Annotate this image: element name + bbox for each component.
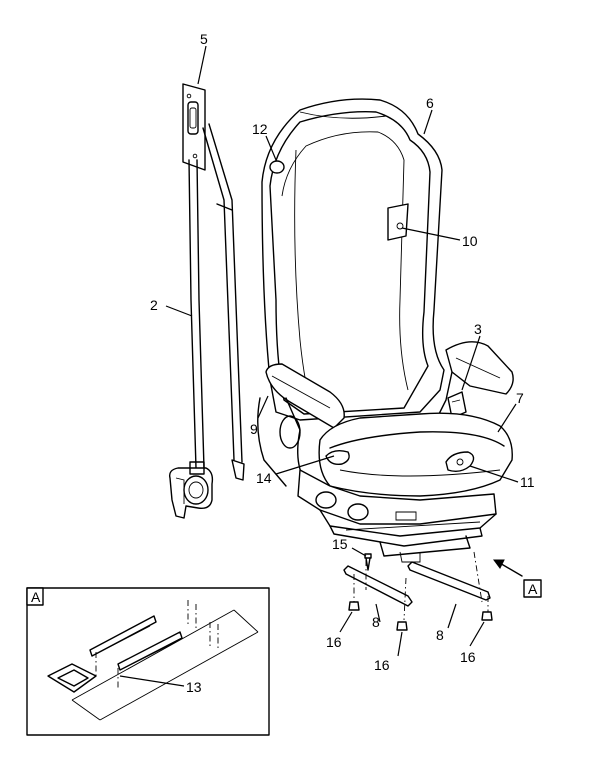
callout-16-left: 16 [326, 634, 342, 650]
inset-flag-box [26, 587, 44, 606]
callout-8-left: 8 [372, 614, 380, 630]
callout-2: 2 [150, 297, 158, 313]
callout-16-right: 16 [460, 649, 476, 665]
detail-inset-a [26, 587, 270, 736]
callout-16-center: 16 [374, 657, 390, 673]
view-flags: A A [31, 579, 542, 605]
view-flag-a: A [528, 581, 538, 597]
callout-5: 5 [200, 31, 208, 47]
callout-6: 6 [426, 95, 434, 111]
view-flag-box [523, 579, 542, 598]
seat-belt-assembly [168, 83, 245, 519]
callouts: 5 2 6 12 10 3 7 9 11 14 15 8 8 16 16 16 … [150, 31, 535, 695]
callout-14: 14 [256, 470, 272, 486]
seat-assembly [257, 98, 514, 563]
inset-flag-a: A [31, 589, 41, 605]
callout-12: 12 [252, 121, 268, 137]
callout-13: 13 [186, 679, 202, 695]
mounting-hardware [343, 551, 523, 631]
callout-8-right: 8 [436, 627, 444, 643]
inset-frame [26, 587, 270, 736]
callout-7: 7 [516, 390, 524, 406]
callout-9: 9 [250, 421, 258, 437]
callout-10: 10 [462, 233, 478, 249]
callout-15: 15 [332, 536, 348, 552]
leader-lines [119, 45, 519, 687]
callout-3: 3 [474, 321, 482, 337]
callout-11: 11 [520, 474, 535, 490]
